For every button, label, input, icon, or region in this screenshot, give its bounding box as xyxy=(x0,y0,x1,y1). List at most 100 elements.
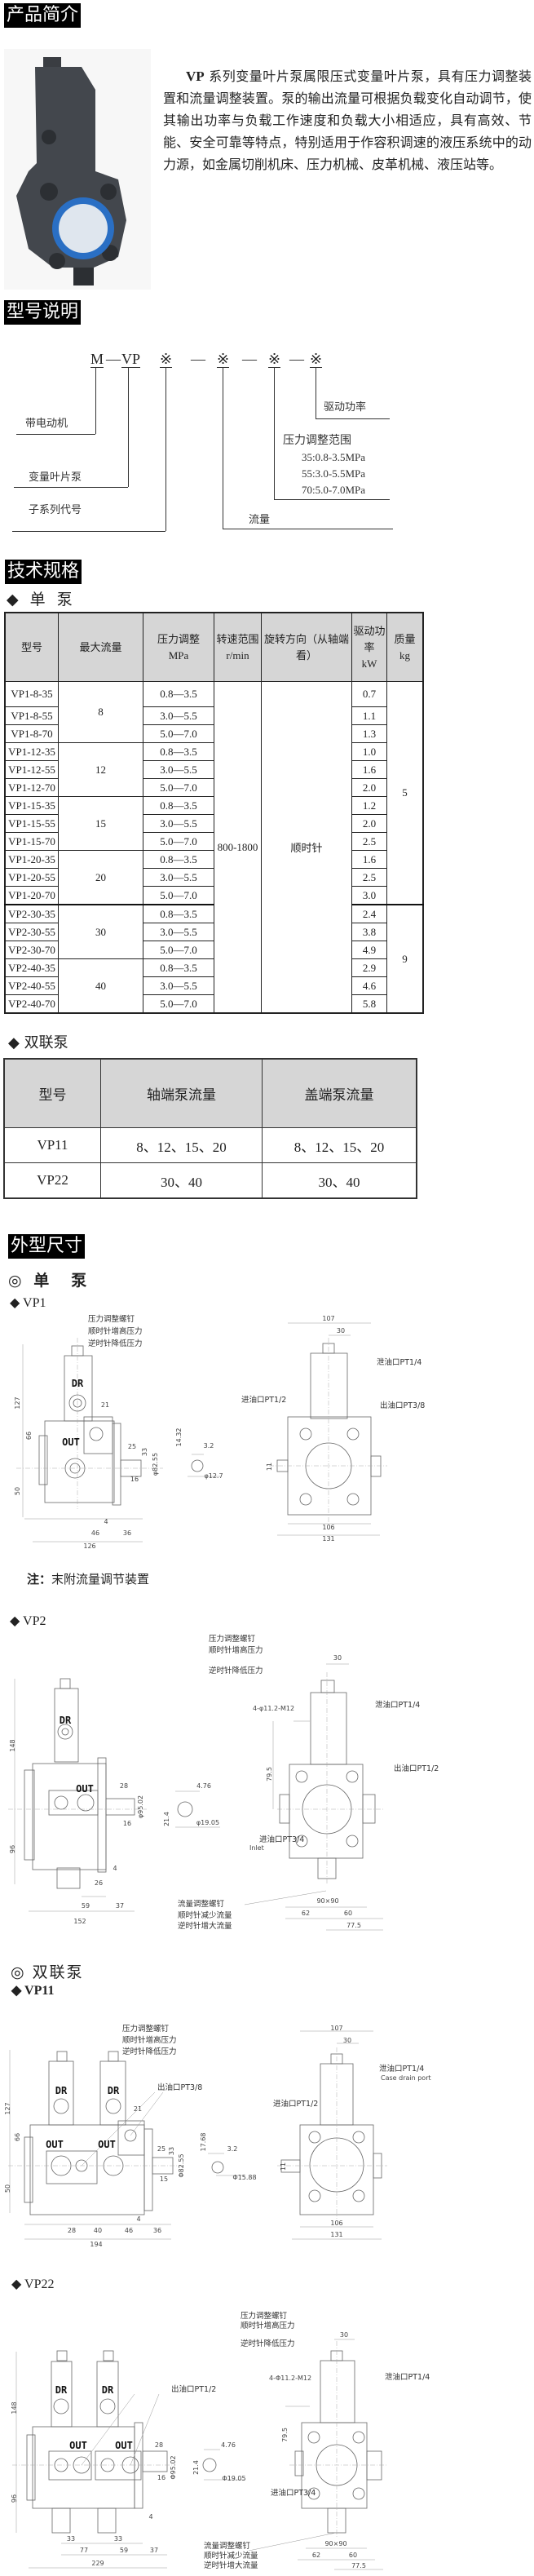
dimension-line xyxy=(244,1890,327,1905)
drawing-port-circle xyxy=(105,2098,121,2114)
cell-power: 2.0 xyxy=(351,814,387,833)
dual-pump-heading: ◆ 双联泵 xyxy=(8,1034,68,1051)
cell-direction: 顺时针 xyxy=(261,681,352,1014)
dimension-label: 96 xyxy=(11,2494,18,2503)
section-title-spec: 技术规格 xyxy=(5,560,82,584)
dimension-label: 79.5 xyxy=(281,2428,289,2442)
dimension-label: 出油口PT1/2 xyxy=(171,2384,216,2394)
dimension-label: Inlet xyxy=(249,1844,264,1852)
drawing-outline xyxy=(32,1763,107,1870)
dimension-label: 33 xyxy=(67,2535,75,2543)
drawing-port-circle xyxy=(352,2487,365,2500)
dimension-label: 16 xyxy=(130,1476,139,1483)
pump-photo xyxy=(4,49,151,290)
dimension-label: 90×90 xyxy=(316,1897,338,1905)
drawing-port-circle xyxy=(352,2131,365,2144)
dimension-label: 30 xyxy=(340,2331,348,2339)
dimension-label: 50 xyxy=(14,1487,21,1495)
drawing-outline xyxy=(56,1867,81,1889)
drawing-outline xyxy=(279,1794,290,1824)
dimension-label: 40 xyxy=(94,2227,102,2234)
cell-power: 1.6 xyxy=(351,850,387,869)
dimension-label: 66 xyxy=(14,2133,21,2141)
dimension-label: 30 xyxy=(333,1654,342,1662)
dimension-label: 泄油口PT1/4 xyxy=(385,2372,430,2382)
note-text: 末附流量调节装置 xyxy=(51,1572,150,1587)
cell-pressure: 5.0—7.0 xyxy=(143,941,214,959)
drawing-outline xyxy=(48,2450,92,2481)
dimension-label: 46 xyxy=(125,2227,133,2234)
drawing-port-circle xyxy=(307,2431,320,2444)
dimension-label: 出油口PT3/8 xyxy=(157,2082,202,2092)
label-vane-pump: 变量叶片泵 xyxy=(29,471,82,484)
code-part-m: M xyxy=(90,351,104,368)
drawing-port-circle xyxy=(295,1770,308,1783)
dimension-label: 62 xyxy=(302,1910,310,1917)
dimension-label: 148 xyxy=(11,2401,18,2414)
column-header: 最大流量 xyxy=(58,612,143,682)
cell-model: VP2-30-55 xyxy=(4,923,59,941)
dimension-label: 152 xyxy=(73,1918,86,1925)
cell-power: 0.7 xyxy=(351,681,387,707)
drawing-port-mark: OUT xyxy=(62,1436,80,1448)
cell-power: 2.0 xyxy=(351,778,387,797)
dimension-label: 4-φ11.2-M12 xyxy=(253,1705,294,1712)
dimension-label: 26 xyxy=(95,1879,103,1887)
drawing-outline xyxy=(83,1416,113,1454)
dimension-label: 107 xyxy=(322,1315,334,1322)
dimension-label: Φ19.05 xyxy=(222,2475,245,2482)
dimension-label: 62 xyxy=(312,2552,320,2559)
drawing-outline xyxy=(97,2507,117,2534)
cell-model: VP1-12-55 xyxy=(4,760,59,779)
cell-model: VP1-15-35 xyxy=(4,796,59,815)
drawing-outline xyxy=(24,2136,33,2203)
drawing-port-mark: OUT xyxy=(115,2440,133,2451)
drawing-outline xyxy=(95,2450,142,2481)
drawing-outline xyxy=(32,2426,135,2509)
dimension-line xyxy=(81,2091,156,2167)
column-header: 型号 xyxy=(4,612,59,682)
dimension-label: 28 xyxy=(155,2441,163,2449)
cell-model: VP1-8-70 xyxy=(4,724,59,743)
cell-model: VP22 xyxy=(3,1162,101,1199)
cell-power: 1.3 xyxy=(351,724,387,743)
dimension-label: 21 xyxy=(101,1401,109,1409)
dimension-label: 127 xyxy=(14,1396,21,1409)
dual-pump-table: 型号 轴端泵流量 盖端泵流量 VP11 8、12、15、20 8、12、15、2… xyxy=(3,1058,417,1199)
dimension-line xyxy=(248,2532,337,2552)
cell-pressure: 3.0—5.5 xyxy=(143,760,214,779)
drawing-port-circle xyxy=(53,2098,69,2114)
drawing-port-mark: DR xyxy=(55,2384,68,2396)
dimension-label: 36 xyxy=(123,1529,131,1537)
dimension-label: 压力调整螺钉 xyxy=(209,1634,256,1644)
drawing-port-mark: OUT xyxy=(69,2440,87,2451)
cell-power: 2.4 xyxy=(351,904,387,923)
pressure-option: 35:0.8-3.5MPa xyxy=(302,451,365,463)
drawing-outline xyxy=(366,2450,382,2481)
drawing-outline xyxy=(24,1769,35,1861)
dimension-label: 14.32 xyxy=(175,1428,183,1447)
dimension-line xyxy=(130,2393,160,2466)
drawing-outline xyxy=(120,1459,142,1477)
drawing-port-circle xyxy=(89,1427,104,1441)
dimension-label: 46 xyxy=(91,1529,99,1537)
table-row: VP22 30、40 30、40 xyxy=(3,1162,417,1199)
code-dash: — xyxy=(289,351,304,367)
dimension-label: 148 xyxy=(9,1739,16,1751)
dimension-label: φ19.05 xyxy=(196,1819,219,1826)
dimension-label: 流量调整螺钉 xyxy=(178,1899,225,1909)
drawing-port-circle xyxy=(299,1493,312,1506)
cell-pressure: 0.8—3.5 xyxy=(143,796,214,815)
dimension-label: 33 xyxy=(141,1448,148,1456)
code-dash: — xyxy=(242,351,257,367)
drawing-outline xyxy=(320,2360,355,2423)
cell-pressure: 3.0—5.5 xyxy=(143,814,214,833)
drawing-outline xyxy=(103,2350,114,2361)
dimension-label: 3.2 xyxy=(204,1442,214,1450)
code-dash: — xyxy=(106,351,121,367)
dimension-label: 17.68 xyxy=(200,2133,207,2152)
